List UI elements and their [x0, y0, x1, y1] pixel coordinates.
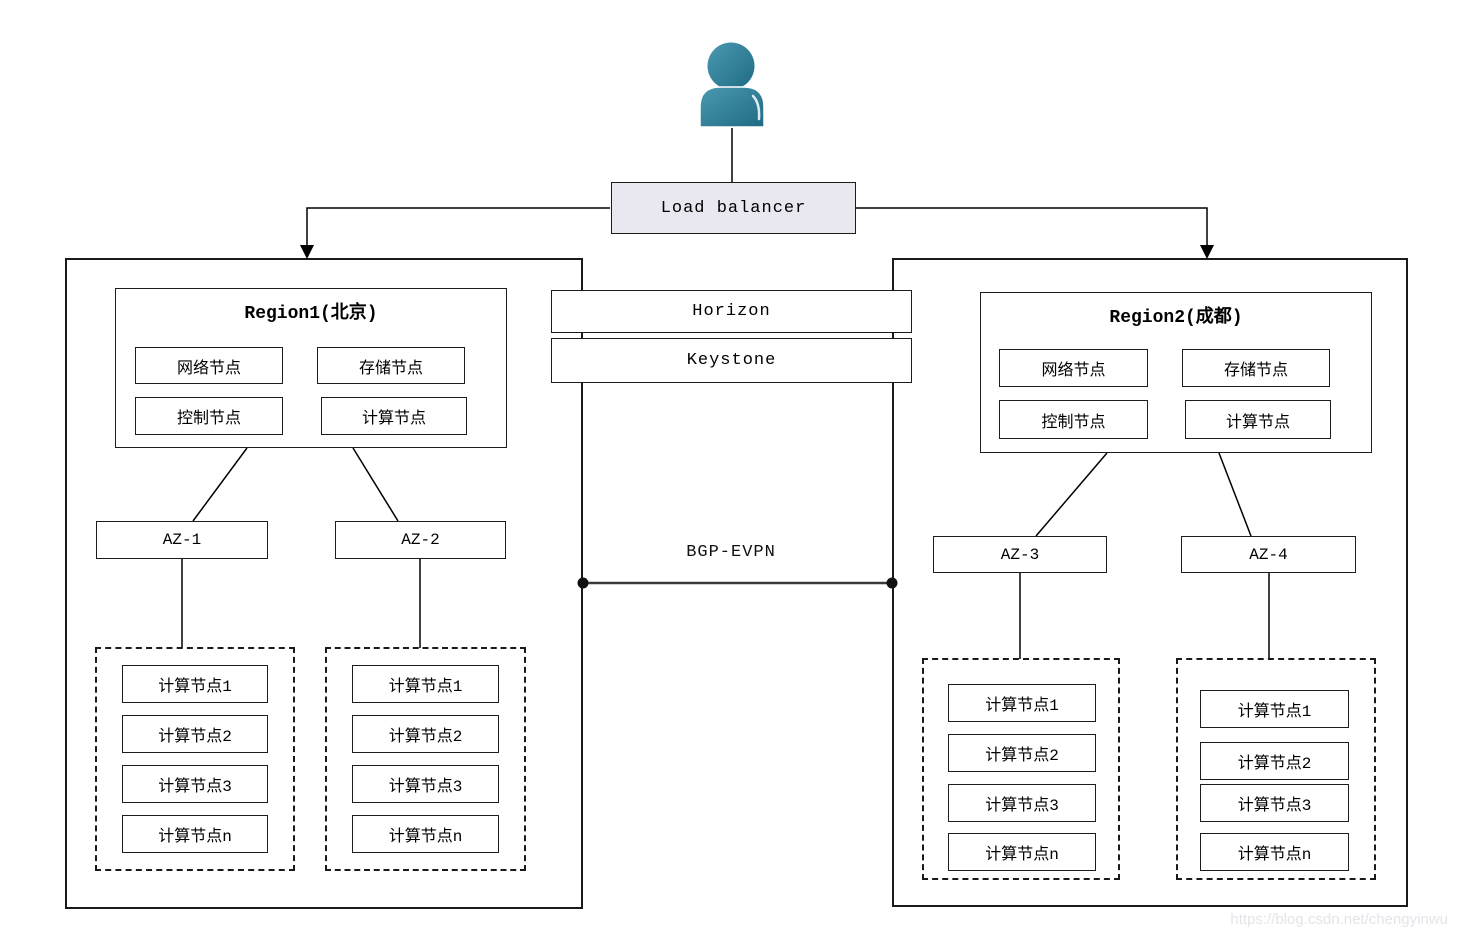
- watermark-text: https://blog.csdn.net/chengyinwu: [1230, 911, 1448, 928]
- region2-control-node: 控制节点: [999, 400, 1148, 439]
- az2-compute-1: 计算节点1: [352, 665, 499, 703]
- az2-compute-2: 计算节点2: [352, 715, 499, 753]
- line-lb-to-region1: [306, 207, 610, 247]
- load-balancer-box: Load balancer: [611, 182, 856, 234]
- az3-compute-1: 计算节点1: [948, 684, 1096, 722]
- az1-compute-1: 计算节点1: [122, 665, 268, 703]
- region2-storage-node: 存储节点: [1182, 349, 1330, 387]
- line-lb-to-region2: [856, 207, 1208, 247]
- region2-network-node: 网络节点: [999, 349, 1148, 387]
- region2-compute-node: 计算节点: [1185, 400, 1331, 439]
- az2-compute-3: 计算节点3: [352, 765, 499, 803]
- az3-box: AZ-3: [933, 536, 1107, 573]
- arrowhead-region1: [300, 245, 314, 259]
- az4-box: AZ-4: [1181, 536, 1356, 573]
- az3-compute-3: 计算节点3: [948, 784, 1096, 822]
- az4-compute-n: 计算节点n: [1200, 833, 1349, 871]
- az3-compute-group: [922, 658, 1120, 880]
- region1-storage-node: 存储节点: [317, 347, 465, 384]
- az3-compute-n: 计算节点n: [948, 833, 1096, 871]
- az1-box: AZ-1: [96, 521, 268, 559]
- az1-compute-3: 计算节点3: [122, 765, 268, 803]
- keystone-box: Keystone: [551, 338, 912, 383]
- user-icon: [699, 42, 765, 128]
- region1-title: Region1(北京): [244, 304, 378, 324]
- bgp-evpn-label: BGP-EVPN: [686, 543, 776, 562]
- arrowhead-region2: [1200, 245, 1214, 259]
- az1-compute-n: 计算节点n: [122, 815, 268, 853]
- az1-compute-group: [95, 647, 295, 871]
- region1-compute-node: 计算节点: [321, 397, 467, 435]
- az3-compute-2: 计算节点2: [948, 734, 1096, 772]
- az2-compute-n: 计算节点n: [352, 815, 499, 853]
- az4-compute-group: [1176, 658, 1376, 880]
- region1-network-node: 网络节点: [135, 347, 283, 384]
- az4-compute-1: 计算节点1: [1200, 690, 1349, 728]
- az1-compute-2: 计算节点2: [122, 715, 268, 753]
- horizon-box: Horizon: [551, 290, 912, 333]
- az4-compute-3: 计算节点3: [1200, 784, 1349, 822]
- region2-title: Region2(成都): [1109, 308, 1243, 328]
- az4-compute-2: 计算节点2: [1200, 742, 1349, 780]
- region1-control-node: 控制节点: [135, 397, 283, 435]
- az2-compute-group: [325, 647, 526, 871]
- az2-box: AZ-2: [335, 521, 506, 559]
